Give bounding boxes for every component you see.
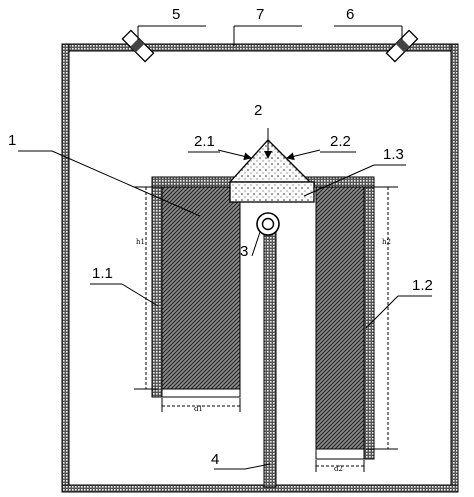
label-body-left-chamber: 1.1 [92,265,113,282]
label-tube: 3 [240,243,248,260]
dimension-d1: d1 [194,405,203,413]
label-hopper-left: 2.1 [194,133,215,150]
nozzle-left [121,29,155,63]
label-hopper: 2 [254,102,262,119]
enclosure-wall [61,43,459,493]
tube [256,212,280,236]
hopper-arrow-2-1 [217,149,252,161]
dimension-d2: d2 [334,465,343,473]
label-nozzle-left: 5 [172,6,180,23]
label-body-bridge: 1.3 [383,146,404,163]
dimension-h2: h2 [382,238,391,246]
dimension-lines [134,186,398,472]
left-chamber [151,186,241,398]
dimension-h1: h1 [136,238,145,246]
nozzle-right [385,29,419,63]
label-body-right-chamber: 1.2 [412,277,433,294]
label-body: 1 [8,132,16,149]
label-pipe: 4 [211,451,219,468]
label-nozzle-right: 6 [346,6,354,23]
label-enclosure: 7 [256,6,264,23]
leader-lines [18,25,432,470]
label-hopper-right: 2.2 [330,133,351,150]
hopper [228,139,315,203]
pipe [263,231,277,488]
right-chamber [315,186,375,460]
hopper-arrow-2-2 [286,149,321,161]
